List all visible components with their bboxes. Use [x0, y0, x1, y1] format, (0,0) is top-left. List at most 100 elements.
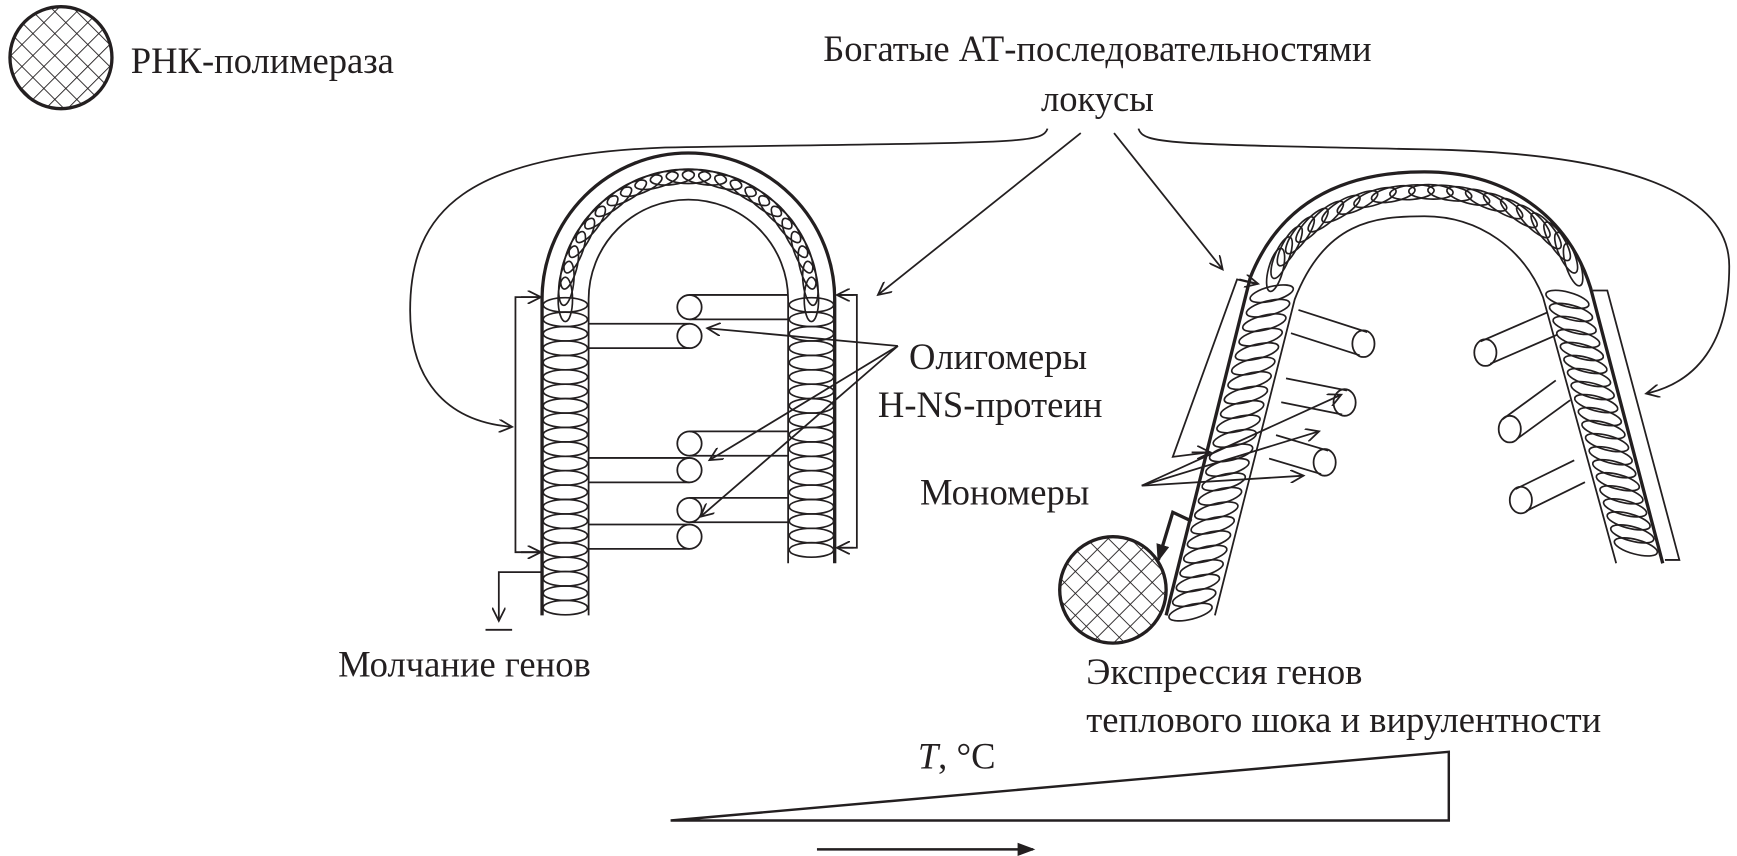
dna-coil-loop — [1193, 501, 1239, 521]
dna-coil-loop — [1227, 370, 1272, 391]
dna-coil-loop — [1499, 197, 1538, 229]
dna-coil-loop — [1548, 302, 1594, 323]
dna-coil-loop — [1168, 602, 1213, 622]
dna-coil-loop — [744, 186, 783, 218]
dna-coil-loop — [542, 383, 589, 400]
right-right-locus-bracket — [1592, 289, 1681, 561]
dna-coil-loop — [1577, 406, 1623, 427]
dna-coil-loop — [788, 455, 835, 472]
dna-coil-loop — [1482, 192, 1524, 220]
dna-coil-loop — [1609, 524, 1655, 544]
dna-coil-loop — [542, 570, 589, 587]
dna-coil-loop — [619, 174, 663, 198]
dna-coil-loop — [1179, 559, 1225, 579]
dna-coil-loop — [1190, 515, 1236, 535]
hns-monomer-unit — [1497, 414, 1522, 444]
dna-coil-loop — [697, 170, 743, 191]
oligomer-arrow-2 — [709, 345, 899, 460]
dna-coil-loop — [1446, 185, 1491, 206]
hns-monomer-unit — [1473, 338, 1498, 367]
dna-coil-loop — [542, 484, 589, 501]
brace-right-curve — [1137, 128, 1731, 394]
dna-coil-loop — [542, 498, 589, 515]
hns-oligomer-unit — [676, 496, 703, 524]
dna-coil-loop — [788, 527, 835, 544]
temperature-symbol: T — [918, 735, 941, 776]
dna-coil-loop — [542, 311, 589, 328]
dna-coil-loop — [788, 368, 835, 386]
dna-coil-loop — [542, 354, 589, 371]
dna-coil-loop — [606, 179, 648, 207]
arrow-to-left-locus — [878, 132, 1082, 295]
at-rich-loci-label-line1: Богатые АТ-последовательностями — [823, 28, 1371, 69]
dna-coil-loop — [1545, 289, 1590, 310]
left-dna-coils — [542, 168, 835, 616]
hns-monomer-unit — [1508, 485, 1533, 515]
dna-coil-loop — [788, 498, 835, 515]
dna-coil-loop — [788, 397, 835, 414]
silenced-promoter-arrow — [499, 571, 541, 621]
dna-coil-loop — [797, 245, 818, 290]
right-dna-hairpin — [1164, 170, 1665, 622]
dna-coil-loop — [584, 195, 619, 230]
dna-coil-loop — [1249, 284, 1295, 304]
dna-coil-loop — [1570, 380, 1615, 401]
expression-label-line2: теплового шока и вирулентности — [1086, 699, 1601, 740]
dna-coil-loop — [1595, 471, 1641, 492]
dna-coil-loop — [542, 469, 589, 486]
dna-coil-loop — [1599, 484, 1644, 505]
dna-coil-loop — [1584, 432, 1630, 453]
dna-coil-loop — [542, 412, 589, 429]
dna-coil-loop — [1234, 341, 1280, 362]
rna-polymerase-legend-icon — [8, 4, 114, 111]
dna-coil-loop — [634, 170, 679, 191]
dna-coil-loop — [1389, 183, 1435, 201]
dna-coil-loop — [542, 556, 589, 573]
dna-coil-loop — [1563, 354, 1608, 375]
temperature-unit: , °C — [938, 735, 995, 776]
dna-coil-loop — [1543, 221, 1572, 262]
oligomer-arrow-3 — [701, 345, 899, 517]
dna-coil-loop — [542, 513, 589, 530]
monomer-arrow-1 — [1141, 395, 1342, 487]
dna-coil-loop — [1559, 341, 1605, 362]
dna-coil-loop — [758, 195, 793, 230]
temperature-label: T, °C — [918, 735, 996, 776]
dna-coil-loop — [1230, 356, 1276, 376]
dna-coil-loop — [575, 205, 607, 244]
active-promoter-arrow — [1156, 509, 1193, 563]
dna-coil-loop — [542, 296, 589, 313]
left-locus-bracket — [514, 296, 541, 554]
temperature-wedge — [670, 750, 1451, 822]
dna-coil-loop — [542, 325, 589, 342]
dna-coil-loop — [1552, 315, 1597, 336]
dna-coil-loop — [1407, 183, 1454, 200]
dna-coil-loop — [594, 186, 633, 218]
dna-coil-loop — [788, 340, 835, 357]
dna-coil-loop — [1606, 511, 1651, 531]
dna-coil-loop — [1588, 445, 1633, 466]
dna-coil-loop — [788, 383, 835, 400]
dna-coil-loop — [1562, 242, 1584, 287]
dna-coil-loop — [542, 368, 589, 386]
expression-label-line1: Экспрессия генов — [1086, 651, 1362, 692]
dna-coil-loop — [1370, 184, 1416, 204]
dna-coil-loop — [681, 168, 728, 186]
dna-coil-loop — [788, 441, 835, 458]
dna-coil-loop — [1182, 544, 1228, 564]
hns-oligomer-unit — [676, 430, 703, 457]
dna-coil-loop — [803, 276, 820, 323]
dna-coil-loop — [1238, 327, 1284, 347]
dna-coil-loop — [542, 426, 589, 443]
at-rich-loci-label-line2: локусы — [1041, 78, 1154, 119]
right-dna-coils — [1168, 183, 1659, 622]
dna-coil-loop — [1201, 472, 1247, 492]
dna-coil-loop — [1555, 328, 1601, 349]
dna-coil-loop — [1427, 184, 1473, 202]
dna-coil-loop — [1515, 204, 1551, 239]
hns-monomers — [1268, 309, 1586, 515]
dna-coil-loop — [1186, 530, 1232, 550]
hns-monomer-unit — [1332, 388, 1357, 417]
dna-coil-loop — [568, 217, 596, 259]
dna-coil-loop — [790, 230, 814, 274]
